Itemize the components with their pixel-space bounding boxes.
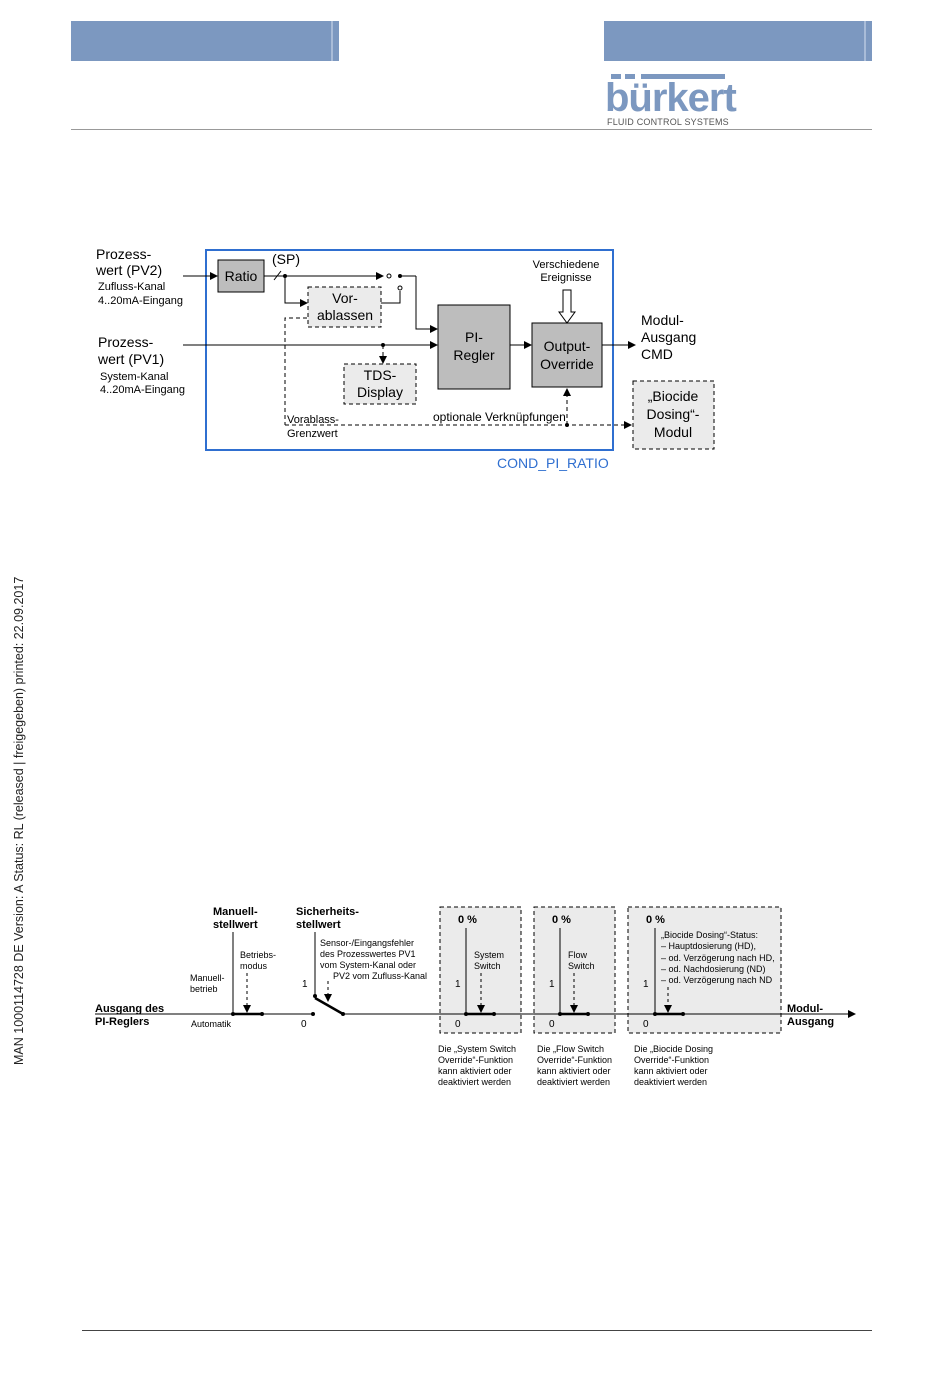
mode-label-2: modus bbox=[240, 961, 268, 971]
note-flow-1: Die „Flow Switch bbox=[537, 1044, 604, 1054]
optional-links-label: optionale Verknüpfungen bbox=[433, 410, 566, 424]
output-label-2: Ausgang bbox=[787, 1016, 834, 1028]
mode-label-1: Betriebs- bbox=[240, 950, 276, 960]
logo-top-marks bbox=[605, 74, 725, 79]
biocide-switch-region bbox=[627, 906, 782, 1034]
flow-zero-label: 0 bbox=[549, 1019, 555, 1030]
events-arrow bbox=[558, 289, 576, 324]
note-bio-2: Override“-Funktion bbox=[634, 1055, 709, 1065]
biocide-label-1: „Biocide bbox=[648, 388, 699, 404]
note-flow-4: deaktiviert werden bbox=[537, 1077, 610, 1087]
logo-tagline: FLUID CONTROL SYSTEMS bbox=[607, 117, 729, 127]
pv1-title-1: Prozess- bbox=[98, 334, 154, 350]
fault-label-2: des Prozesswertes PV1 bbox=[320, 949, 416, 959]
fault-label-3: vom System-Kanal oder bbox=[320, 960, 416, 970]
bio-status-4: – od. Nachdosierung (ND) bbox=[661, 964, 766, 974]
output-label-1: Modul- bbox=[641, 312, 684, 328]
safety-label-1: Sicherheits- bbox=[296, 906, 359, 918]
sp-label: (SP) bbox=[272, 251, 300, 267]
note-flow-2: Override“-Funktion bbox=[537, 1055, 612, 1065]
pv1-sub-2: 4..20mA-Eingang bbox=[100, 384, 185, 396]
safety-label-2: stellwert bbox=[296, 919, 341, 931]
note-sys-2: Override“-Funktion bbox=[438, 1055, 513, 1065]
manual-op-label-1: Manuell- bbox=[190, 973, 225, 983]
cond-pi-ratio-container bbox=[205, 249, 614, 451]
bio-status-3: – od. Verzögerung nach HD, bbox=[661, 953, 775, 963]
flow-switch-label-1: Flow bbox=[568, 950, 588, 960]
biocide-label-3: Modul bbox=[654, 424, 692, 440]
footer-rule bbox=[82, 1330, 872, 1331]
sys-switch-label-1: System bbox=[474, 950, 504, 960]
pi-label-2: Regler bbox=[453, 347, 495, 363]
override-label-2: Override bbox=[540, 356, 594, 372]
note-sys-4: deaktiviert werden bbox=[438, 1077, 511, 1087]
output-label-1: Modul- bbox=[787, 1003, 823, 1015]
pv2-sub-2: 4..20mA-Eingang bbox=[98, 295, 183, 307]
automatic-label: Automatik bbox=[191, 1019, 232, 1029]
container-label: COND_PI_RATIO bbox=[497, 455, 609, 471]
biocide-module-block bbox=[632, 380, 715, 450]
manual-label-1: Manuell- bbox=[213, 906, 258, 918]
flow-switch-label-2: Switch bbox=[568, 961, 595, 971]
pv1-sub-1: System-Kanal bbox=[100, 371, 168, 383]
output-label-2: Ausgang bbox=[641, 329, 696, 345]
header-rule bbox=[71, 129, 872, 130]
tds-label-1: TDS- bbox=[364, 367, 397, 383]
pi-label-1: PI- bbox=[465, 329, 483, 345]
pv2-title-1: Prozess- bbox=[96, 246, 152, 262]
tds-display-block bbox=[343, 363, 417, 405]
safety-one-label: 1 bbox=[302, 979, 308, 990]
events-label-2: Ereignisse bbox=[540, 272, 591, 284]
flow-one-label: 1 bbox=[549, 979, 555, 990]
manual-op-label-2: betrieb bbox=[190, 984, 218, 994]
pv2-title-2: wert (PV2) bbox=[95, 262, 162, 278]
pv2-sub-1: Zufluss-Kanal bbox=[98, 281, 165, 293]
block-diagram-cond-pi-ratio: COND_PI_RATIO Prozess- wert (PV2) Zuflus… bbox=[95, 246, 715, 471]
bio-status-1: „Biocide Dosing“-Status: bbox=[661, 930, 758, 940]
logo-word: bürkert bbox=[605, 76, 737, 120]
input-label-1: Ausgang des bbox=[95, 1003, 164, 1015]
bio-status-5: – od. Verzögerung nach ND bbox=[661, 975, 773, 985]
bio-zero-percent: 0 % bbox=[646, 914, 665, 926]
sys-zero-label: 0 bbox=[455, 1019, 461, 1030]
bio-zero-label: 0 bbox=[643, 1019, 649, 1030]
vorablassen-label-2: ablassen bbox=[317, 307, 373, 323]
sys-switch-label-2: Switch bbox=[474, 961, 501, 971]
pi-regler-block bbox=[437, 304, 511, 390]
ratio-label: Ratio bbox=[225, 268, 258, 284]
note-sys-3: kann aktiviert oder bbox=[438, 1066, 512, 1076]
fault-label-4: PV2 vom Zufluss-Kanal bbox=[333, 971, 427, 981]
vorablassen-label-1: Vor- bbox=[332, 290, 358, 306]
flow-zero-percent: 0 % bbox=[552, 914, 571, 926]
manual-label-2: stellwert bbox=[213, 919, 258, 931]
note-sys-1: Die „System Switch bbox=[438, 1044, 516, 1054]
vorablassen-block bbox=[307, 286, 382, 328]
note-bio-4: deaktiviert werden bbox=[634, 1077, 707, 1087]
header-bar-right bbox=[604, 21, 872, 61]
biocide-label-2: Dosing“- bbox=[647, 406, 700, 422]
pv1-title-2: wert (PV1) bbox=[97, 351, 164, 367]
header-bar-left bbox=[71, 21, 339, 61]
sys-zero-percent: 0 % bbox=[458, 914, 477, 926]
bio-status-2: – Hauptdosierung (HD), bbox=[661, 941, 756, 951]
output-override-block bbox=[531, 322, 603, 388]
bio-one-label: 1 bbox=[643, 979, 649, 990]
switch-chain-diagram: Ausgang des PI-Reglers Manuell- stellwer… bbox=[95, 906, 856, 1087]
override-label-1: Output- bbox=[544, 338, 591, 354]
note-bio-1: Die „Biocide Dosing bbox=[634, 1044, 713, 1054]
note-bio-3: kann aktiviert oder bbox=[634, 1066, 708, 1076]
fault-label-1: Sensor-/Eingangsfehler bbox=[320, 938, 414, 948]
sys-one-label: 1 bbox=[455, 979, 461, 990]
limit-label-2: Grenzwert bbox=[287, 428, 338, 440]
output-label-3: CMD bbox=[641, 346, 673, 362]
limit-label-1: Vorablass- bbox=[287, 414, 339, 426]
safety-zero-label: 0 bbox=[301, 1019, 307, 1030]
tds-label-2: Display bbox=[357, 384, 403, 400]
events-label-1: Verschiedene bbox=[533, 259, 600, 271]
note-flow-3: kann aktiviert oder bbox=[537, 1066, 611, 1076]
input-label-2: PI-Reglers bbox=[95, 1016, 149, 1028]
